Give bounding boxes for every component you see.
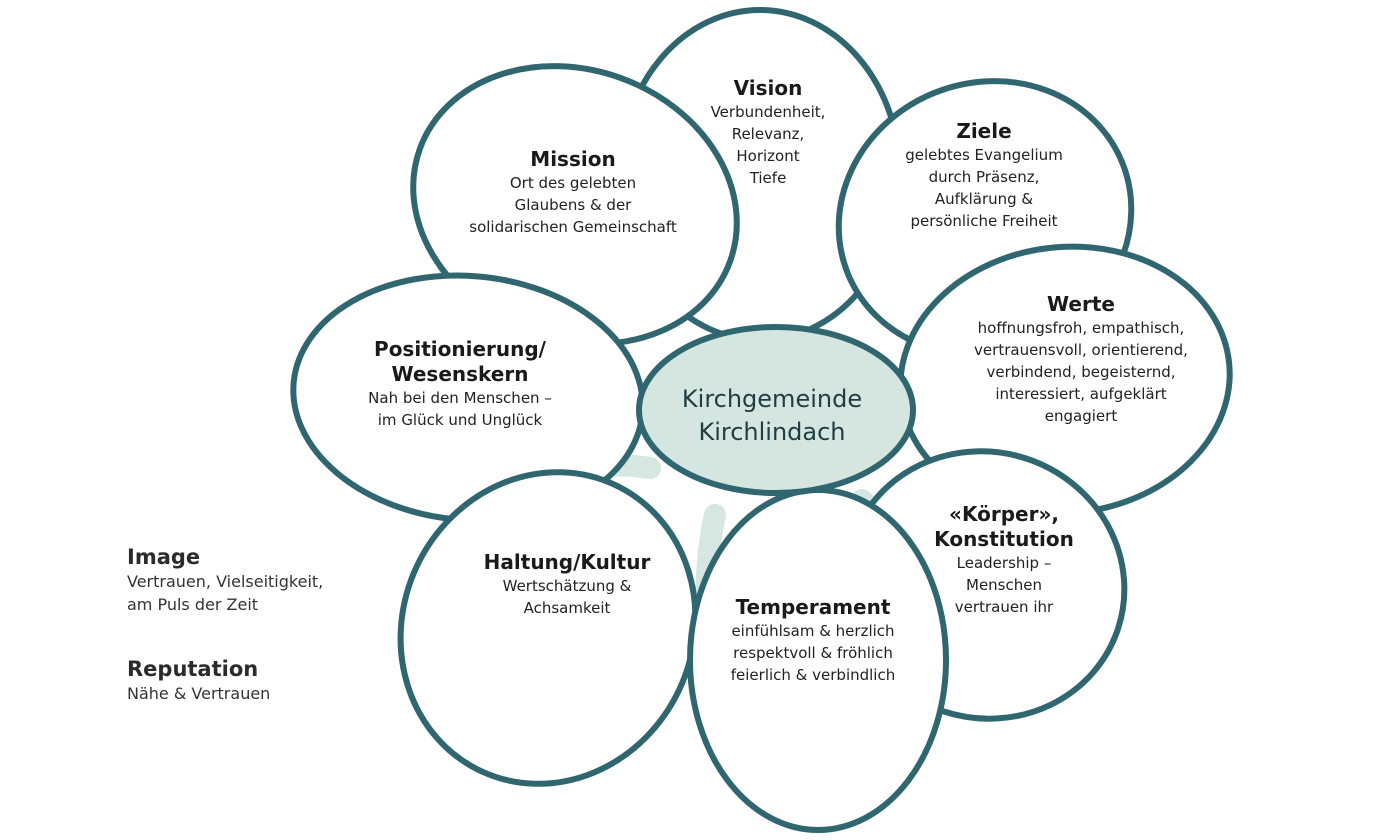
haltung-title: Haltung/Kultur — [483, 550, 651, 574]
ziele-line: durch Präsenz, — [928, 168, 1040, 186]
positionierung-line: im Glück und Unglück — [377, 411, 543, 429]
temperament-line: feierlich & verbindlich — [730, 666, 896, 684]
vision-line: Tiefe — [749, 169, 787, 187]
mission-title: Mission — [530, 147, 616, 171]
werte-line: interessiert, aufgeklärt — [995, 385, 1167, 403]
koerper-title: Konstitution — [934, 527, 1074, 551]
positionierung-title: Positionierung/ — [374, 337, 546, 361]
werte-title: Werte — [1047, 292, 1115, 316]
positionierung-line: Nah bei den Menschen – — [368, 389, 552, 407]
reputation-title: Reputation — [127, 657, 259, 681]
center-line-1: Kirchgemeinde — [681, 385, 863, 413]
vision-line: Relevanz, — [731, 125, 805, 143]
center-label: Kirchgemeinde Kirchlindach — [682, 383, 862, 449]
koerper-line: vertrauen ihr — [954, 598, 1054, 616]
vision-line: Verbundenheit, — [710, 103, 826, 121]
werte-line: verbindend, begeisternd, — [986, 363, 1176, 381]
koerper-line: Leadership – — [956, 554, 1052, 572]
label-ziele: Ziele gelebtes Evangelium durch Präsenz,… — [905, 119, 1063, 232]
side-image: Image Vertrauen, Vielseitigkeit, am Puls… — [127, 544, 323, 616]
ziele-title: Ziele — [956, 119, 1012, 143]
petal-shapes — [290, 7, 1233, 833]
image-line: am Puls der Zeit — [127, 595, 259, 614]
vision-line: Horizont — [736, 147, 800, 165]
haltung-line: Achsamkeit — [523, 599, 611, 617]
werte-line: vertrauensvoll, orientierend, — [974, 341, 1188, 359]
positionierung-title: Wesenskern — [391, 362, 529, 386]
mission-line: Ort des gelebten — [509, 174, 637, 192]
temperament-line: respektvoll & fröhlich — [733, 644, 893, 662]
image-title: Image — [127, 545, 201, 569]
image-line: Vertrauen, Vielseitigkeit, — [127, 572, 324, 591]
reputation-line: Nähe & Vertrauen — [127, 684, 271, 703]
center-ellipse — [636, 324, 916, 496]
temperament-line: einfühlsam & herzlich — [731, 622, 895, 640]
label-positionierung: Positionierung/ Wesenskern Nah bei den M… — [368, 337, 552, 431]
label-koerper: «Körper», Konstitution Leadership – Mens… — [934, 502, 1074, 618]
petal-haltung — [397, 469, 699, 787]
vision-title: Vision — [733, 76, 803, 100]
temperament-title: Temperament — [735, 595, 891, 619]
ziele-line: gelebtes Evangelium — [905, 146, 1063, 164]
label-vision: Vision Verbundenheit, Relevanz, Horizont… — [711, 76, 826, 189]
ziele-line: persönliche Freiheit — [910, 212, 1058, 230]
side-reputation: Reputation Nähe & Vertrauen — [127, 656, 270, 705]
center-line-2: Kirchlindach — [698, 418, 846, 446]
mission-line: Glaubens & der — [514, 196, 632, 214]
label-werte: Werte hoffnungsfroh, empathisch, vertrau… — [974, 292, 1188, 427]
ziele-line: Aufklärung & — [934, 190, 1034, 208]
haltung-line: Wertschätzung & — [502, 577, 632, 595]
label-temperament: Temperament einfühlsam & herzlich respek… — [731, 595, 895, 686]
mission-line: solidarischen Gemeinschaft — [469, 218, 677, 236]
label-haltung: Haltung/Kultur Wertschätzung & Achsamkei… — [484, 550, 651, 619]
werte-line: engagiert — [1044, 407, 1118, 425]
koerper-title: «Körper», — [949, 502, 1059, 526]
werte-line: hoffnungsfroh, empathisch, — [977, 319, 1185, 337]
label-mission: Mission Ort des gelebten Glaubens & der … — [469, 147, 676, 238]
koerper-line: Menschen — [966, 576, 1042, 594]
